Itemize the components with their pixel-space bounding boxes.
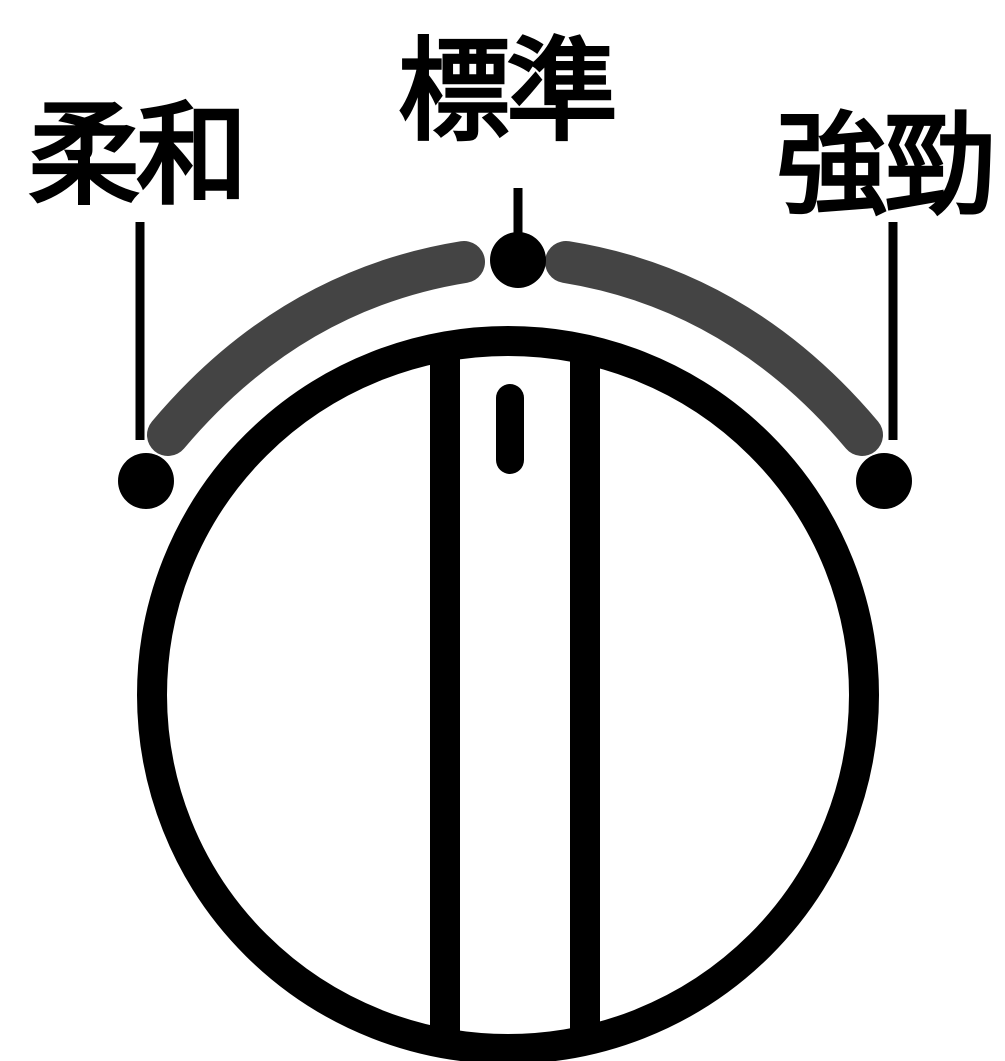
knob-outline[interactable] <box>137 326 879 1061</box>
setting-label-strong: 強勁 <box>776 100 996 231</box>
scale-arc-left <box>147 241 485 456</box>
position-dot-soft <box>118 453 174 509</box>
setting-label-normal: 標準 <box>398 26 618 157</box>
position-dot-strong <box>856 453 912 509</box>
scale-arc-right <box>545 241 883 456</box>
setting-label-soft: 柔和 <box>28 90 248 221</box>
position-dot-normal <box>490 232 546 288</box>
